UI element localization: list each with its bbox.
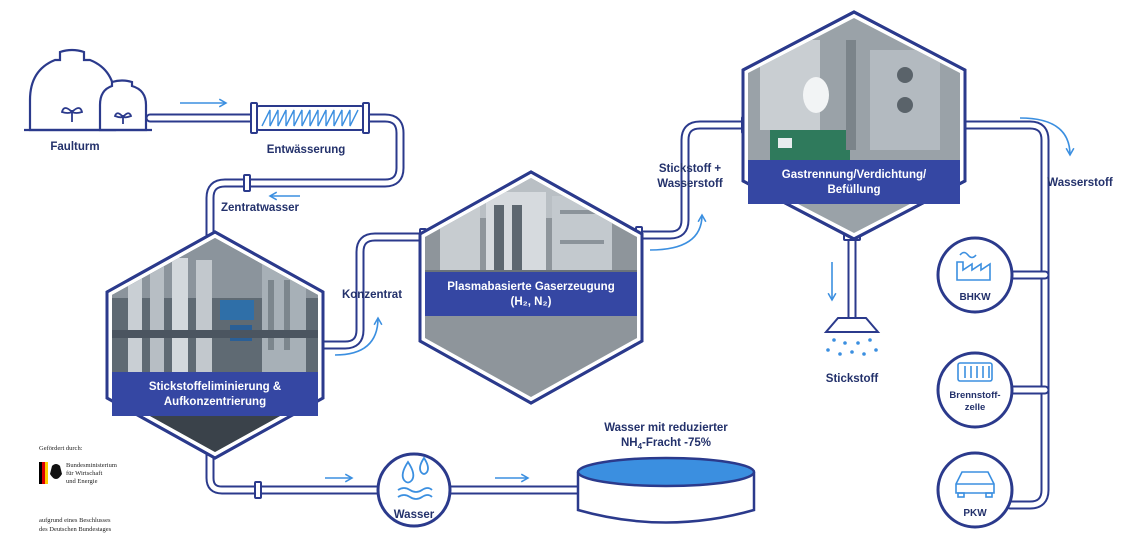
dewatering-filter-icon — [250, 102, 370, 134]
eagle-emblem-icon — [39, 462, 62, 484]
hex3-title-line1: Gastrennung/Verdichtung/ — [782, 169, 927, 181]
hexagon-stickstoffeliminierung — [105, 230, 325, 460]
label-reduced-water-1: Wasser mit reduzierter — [604, 422, 728, 434]
label-reduced-water-2: NH4-Fracht -75% — [621, 437, 711, 451]
label-wasserstoff: Wasserstoff — [1047, 177, 1113, 189]
label-pkw: PKW — [963, 508, 987, 519]
hexagon-gastrennung — [741, 10, 967, 241]
label-stickstoff-wasserstoff-1: Stickstoff + — [659, 163, 722, 175]
label-stickstoff: Stickstoff — [826, 373, 879, 385]
funding-ministry-1: Bundesministerium — [66, 462, 117, 469]
funding-ministry-3: und Energie — [66, 478, 98, 485]
label-entwaesserung: Entwässerung — [267, 144, 346, 156]
label-wasser: Wasser — [394, 509, 435, 521]
label-brennstoffzelle-2: zelle — [965, 402, 986, 413]
tank-icon — [576, 456, 756, 524]
label-zentratwasser: Zentratwasser — [221, 202, 300, 214]
photo-stripping-plant — [112, 238, 318, 452]
hex2-title-line1: Plasmabasierte Gaserzeugung — [447, 281, 614, 293]
funding-ministry-2: für Wirtschaft — [66, 470, 102, 477]
label-faulturm: Faulturm — [50, 141, 99, 153]
label-konzentrat: Konzentrat — [342, 289, 402, 301]
digester-icon — [24, 48, 152, 132]
hex1-title-line2: Aufkonzentrierung — [164, 396, 266, 408]
label-stickstoff-wasserstoff-2: Wasserstoff — [657, 178, 723, 190]
funding-logo: Gefördert durch: Bundesministerium für W… — [39, 445, 117, 533]
pipes — [145, 113, 1050, 510]
hexagon-plasma — [418, 170, 644, 405]
hex1-title-line1: Stickstoffeliminierung & — [149, 381, 281, 393]
label-brennstoffzelle-1: Brennstoff- — [949, 390, 1000, 401]
funding-line1: Gefördert durch: — [39, 445, 83, 452]
consumer-bhkw — [936, 236, 1014, 314]
car-icon — [955, 471, 995, 498]
consumer-brennstoffzelle — [936, 351, 1014, 429]
label-bhkw: BHKW — [959, 292, 991, 303]
water-node — [376, 452, 452, 528]
funding-line4: des Deutschen Bundestages — [39, 526, 112, 533]
hex2-title-line2: (H₂, N₂) — [511, 296, 552, 308]
hex3-title-line2: Befüllung — [827, 184, 880, 196]
water-drops-icon — [397, 456, 433, 500]
consumer-pkw — [936, 451, 1014, 529]
fuel-cell-icon — [957, 362, 993, 382]
flow-arrows — [180, 98, 1075, 483]
funding-line3: aufgrund eines Beschlusses — [39, 517, 111, 524]
spray-nozzle-icon — [823, 317, 881, 356]
factory-icon — [956, 251, 991, 281]
